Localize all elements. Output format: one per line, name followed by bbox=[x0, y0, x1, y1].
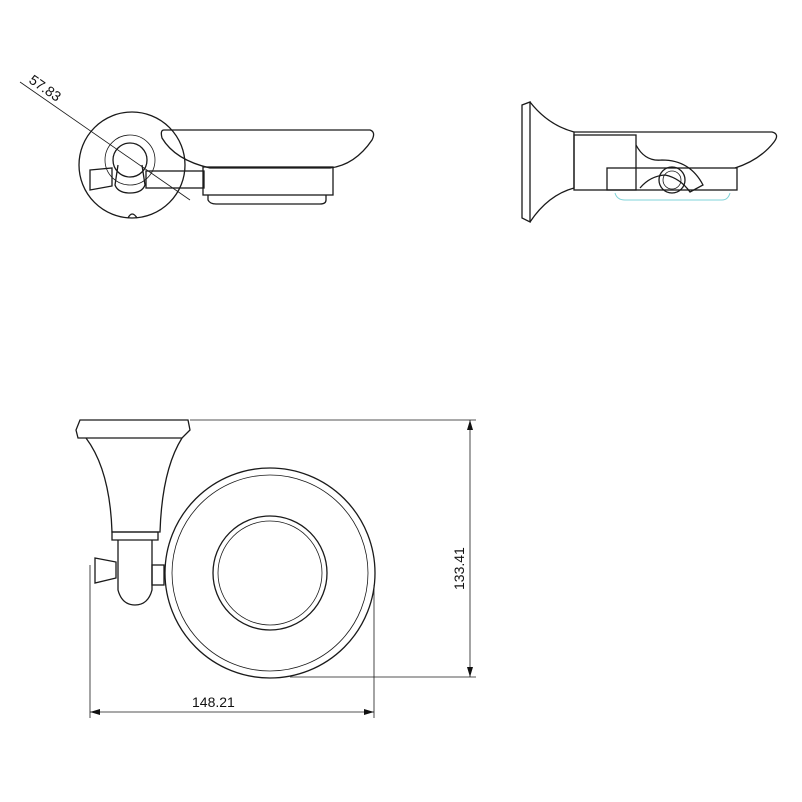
front-bracket-tip bbox=[94, 557, 117, 584]
post-body bbox=[114, 164, 146, 194]
front-view: 133.41 148.21 bbox=[75, 419, 476, 718]
dimension-width-label: 148.21 bbox=[192, 694, 235, 710]
front-bell bbox=[85, 437, 183, 533]
dimension-height-label: 133.41 bbox=[451, 547, 467, 590]
dish-inner-circle bbox=[212, 515, 328, 631]
diameter-leader-line bbox=[19, 81, 191, 201]
top-view: 57.83 bbox=[19, 71, 375, 219]
side-arm-joint-inner bbox=[662, 170, 682, 190]
soap-dish-top bbox=[160, 129, 375, 169]
side-flange bbox=[521, 101, 531, 224]
side-collar bbox=[573, 134, 637, 191]
flange-boss bbox=[104, 134, 156, 186]
dish-holder-ring bbox=[202, 166, 334, 196]
front-post bbox=[117, 540, 153, 606]
wall-flange-circle bbox=[78, 111, 186, 219]
front-collar bbox=[111, 531, 159, 541]
support-arm bbox=[145, 170, 205, 189]
post-circle bbox=[112, 142, 148, 178]
front-arm-stub bbox=[151, 564, 165, 586]
side-dish-base-hidden bbox=[614, 192, 731, 201]
side-dish bbox=[574, 131, 778, 169]
dish-outer-circle bbox=[164, 467, 376, 679]
flange-notch bbox=[127, 213, 138, 219]
dish-rim-circle bbox=[171, 474, 369, 672]
side-arm bbox=[635, 144, 704, 193]
dish-drain-circle bbox=[217, 520, 323, 626]
dish-base bbox=[207, 195, 327, 205]
side-arm-joint bbox=[658, 166, 686, 194]
front-flange-top bbox=[75, 419, 191, 439]
side-bell bbox=[529, 101, 575, 223]
side-dish-holder bbox=[606, 167, 738, 191]
bracket-tip bbox=[89, 167, 113, 191]
side-view bbox=[521, 101, 778, 224]
